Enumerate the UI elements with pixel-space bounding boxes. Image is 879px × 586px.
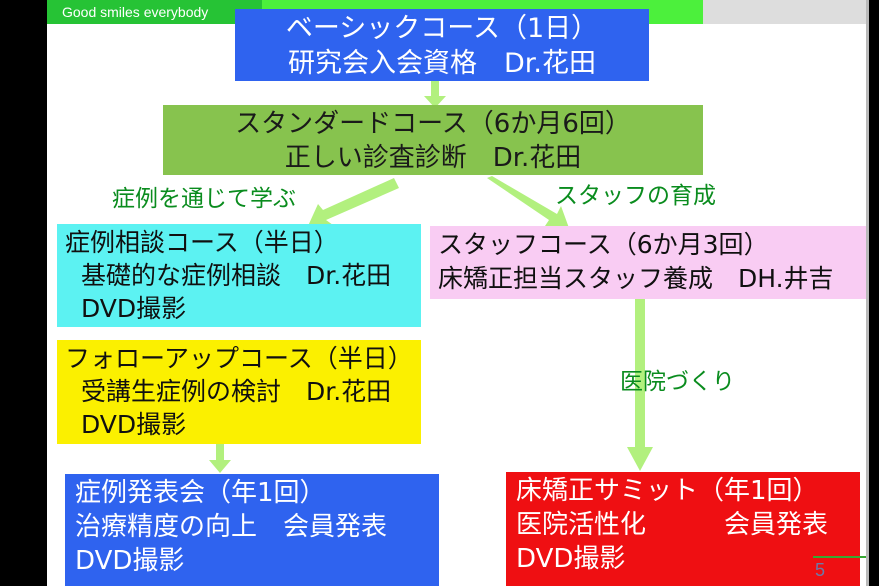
arrow-basic-to-standard [422,81,448,109]
course-summit-media: DVD撮影 [516,544,626,574]
course-case-detail: 基礎的な症例相談 Dr.花田 [81,261,392,290]
edge-label-clinic-building: 医院づくり [620,369,735,395]
course-staff-detail: 床矯正担当スタッフ養成 DH.井吉 [438,264,834,293]
course-box-staff: スタッフコース（6か月3回） 床矯正担当スタッフ養成 DH.井吉 [430,226,866,299]
arrow-follow-up-to-presentation [207,444,233,474]
course-follow-media: DVD撮影 [81,410,187,439]
course-case-media: DVD撮影 [81,294,187,323]
footer-rule [813,556,869,558]
course-present-title: 症例発表会（年1回） [75,478,326,508]
course-follow-detail: 受講生症例の検討 Dr.花田 [81,377,392,406]
course-standard-detail: 正しい診査診断 Dr.花田 [284,143,582,173]
course-basic-title: ベーシックコース（1日） [285,13,599,44]
edge-label-staff-training: スタッフの育成 [555,183,716,209]
arrow-staff-course-to-summit [625,299,655,473]
course-present-detail: 治療精度の向上 会員発表 [75,512,388,542]
course-box-follow-up: フォローアップコース（半日） 受講生症例の検討 Dr.花田 DVD撮影 [57,340,421,444]
slide-page: Good smiles everybody ベーシックコース（1日） 研究会入会… [47,0,869,586]
edge-label-learn-via-cases: 症例を通じて学ぶ [112,186,296,212]
course-box-basic: ベーシックコース（1日） 研究会入会資格 Dr.花田 [235,9,649,81]
arrow-standard-to-case-consult [290,176,400,228]
header-tagline: Good smiles everybody [62,4,209,20]
course-box-case-consultation: 症例相談コース（半日） 基礎的な症例相談 Dr.花田 DVD撮影 [57,224,421,327]
course-staff-title: スタッフコース（6か月3回） [438,230,769,259]
course-standard-title: スタンダードコース（6か月6回） [235,109,631,139]
course-summit-title: 床矯正サミット（年1回） [516,476,819,506]
arrow-standard-to-staff-course [485,176,597,230]
header-band-segment-right [703,0,866,24]
footer-page-number: 5 [815,560,826,580]
course-case-title: 症例相談コース（半日） [65,228,339,257]
course-basic-detail: 研究会入会資格 Dr.花田 [288,48,596,79]
course-box-summit: 床矯正サミット（年1回） 医院活性化 会員発表 DVD撮影 [506,472,860,586]
course-box-case-presentation: 症例発表会（年1回） 治療精度の向上 会員発表 DVD撮影 [65,474,439,586]
header-band-segment-left [47,0,262,24]
page-right-edge [866,0,869,586]
course-summit-detail: 医院活性化 会員発表 [516,510,829,540]
course-box-standard: スタンダードコース（6か月6回） 正しい診査診断 Dr.花田 [163,105,703,175]
course-follow-title: フォローアップコース（半日） [65,344,413,373]
course-present-media: DVD撮影 [75,546,185,576]
